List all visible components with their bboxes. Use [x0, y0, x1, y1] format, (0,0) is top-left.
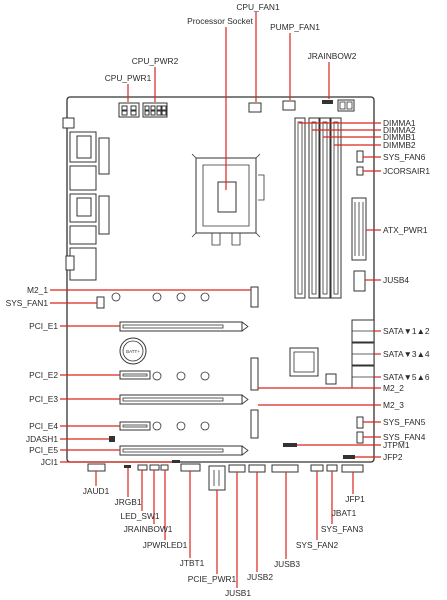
sata-connectors — [351, 319, 375, 389]
label-jdash1: JDASH1 — [26, 434, 58, 444]
jcorsair1-header — [356, 166, 364, 176]
label-jusb3: JUSB3 — [274, 559, 300, 569]
label-sys-fan5: SYS_FAN5 — [383, 417, 426, 427]
label-led-sw1: LED_SW1 — [120, 511, 159, 521]
label-jusb1: JUSB1 — [225, 588, 251, 598]
label-m2-3: M2_3 — [383, 400, 404, 410]
label-pci-e1: PCI_E1 — [29, 321, 58, 331]
label-jpwrled1: JPWRLED1 — [143, 540, 188, 550]
label-jrainbow1: JRAINBOW1 — [124, 524, 173, 534]
jusb4-connector — [353, 270, 366, 292]
label-jcorsair1: JCORSAIR1 — [383, 166, 430, 176]
label-sys-fan2: SYS_FAN2 — [296, 540, 339, 550]
label-pcie-pwr1: PCIE_PWR1 — [188, 574, 237, 584]
cpu-fan1-header — [248, 102, 262, 113]
label-sata56: SATA▼5▲6 — [383, 372, 430, 382]
label-jfp2: JFP2 — [383, 452, 403, 462]
label-cpu-fan1: CPU_FAN1 — [236, 2, 280, 12]
pci-e3-slot — [119, 394, 249, 405]
label-cpu-pwr1: CPU_PWR1 — [105, 73, 152, 83]
sys-fan6-header — [356, 150, 364, 163]
label-m2-2: M2_2 — [383, 383, 404, 393]
label-sys-fan4: SYS_FAN4 — [383, 432, 426, 442]
label-dimmb1: DIMMB1 — [383, 132, 416, 142]
component-labels: CPU_FAN1 Processor Socket PUMP_FAN1 CPU_… — [6, 2, 431, 598]
pci-e2-slot — [119, 370, 151, 380]
jtpm1-header — [283, 443, 297, 447]
label-cpu-pwr2: CPU_PWR2 — [132, 56, 179, 66]
leader-lines — [50, 12, 381, 588]
jfp2-header — [343, 455, 355, 459]
label-jaud1: JAUD1 — [83, 486, 110, 496]
m2-standoffs — [111, 292, 210, 431]
label-jtbt1: JTBT1 — [180, 558, 205, 568]
m2-3-slot — [250, 409, 259, 439]
pump-fan1-header — [282, 100, 296, 111]
pci-e4-slot — [119, 421, 151, 431]
jdash1-header — [109, 436, 115, 442]
label-sata12: SATA▼1▲2 — [383, 326, 430, 336]
sys-fan5-header — [356, 416, 364, 429]
label-dimmb2: DIMMB2 — [383, 140, 416, 150]
label-sys-fan6: SYS_FAN6 — [383, 152, 426, 162]
label-dimma2: DIMMA2 — [383, 125, 416, 135]
label-m2-1: M2_1 — [27, 285, 48, 295]
rear-io-panel — [62, 117, 110, 281]
label-jfp1: JFP1 — [345, 494, 365, 504]
small-ic — [325, 373, 337, 385]
label-pump-fan1: PUMP_FAN1 — [270, 22, 320, 32]
cpu-pwr1-connector — [118, 102, 140, 118]
label-jci1: JCI1 — [41, 457, 59, 467]
label-sata34: SATA▼3▲4 — [383, 349, 430, 359]
sys-fan1-header — [96, 296, 105, 309]
debug-led-display — [337, 99, 355, 112]
label-jrgb1: JRGB1 — [115, 497, 142, 507]
label-pci-e5: PCI_E5 — [29, 445, 58, 455]
label-sys-fan3: SYS_FAN3 — [321, 524, 364, 534]
label-pci-e4: PCI_E4 — [29, 421, 58, 431]
label-sys-fan1: SYS_FAN1 — [6, 298, 49, 308]
label-dimma1: DIMMA1 — [383, 118, 416, 128]
label-jbat1: JBAT1 — [332, 508, 357, 518]
label-pci-e2: PCI_E2 — [29, 370, 58, 380]
jci1-header — [172, 460, 180, 463]
jrainbow2-header — [322, 100, 333, 104]
bottom-headers — [87, 463, 364, 491]
chipset — [289, 347, 319, 377]
pci-e5-slot — [119, 445, 249, 456]
m2-1-slot — [250, 286, 259, 308]
cpu-pwr2-connector — [142, 102, 168, 118]
pci-e1-slot — [119, 321, 249, 332]
sys-fan4-header — [356, 431, 364, 444]
atx-pwr1-connector — [351, 197, 367, 261]
label-atx-pwr1: ATX_PWR1 — [383, 225, 428, 235]
processor-socket — [191, 153, 265, 246]
battery-label: BATT+ — [126, 349, 140, 354]
label-jtpm1: JTPM1 — [383, 440, 410, 450]
label-jusb4: JUSB4 — [383, 275, 409, 285]
dimm-slots — [294, 117, 342, 299]
label-jusb2: JUSB2 — [247, 572, 273, 582]
label-jrainbow2: JRAINBOW2 — [308, 51, 357, 61]
label-processor-socket: Processor Socket — [187, 16, 253, 26]
m2-2-slot — [250, 357, 259, 391]
label-pci-e3: PCI_E3 — [29, 394, 58, 404]
cmos-battery: BATT+ — [119, 337, 147, 365]
